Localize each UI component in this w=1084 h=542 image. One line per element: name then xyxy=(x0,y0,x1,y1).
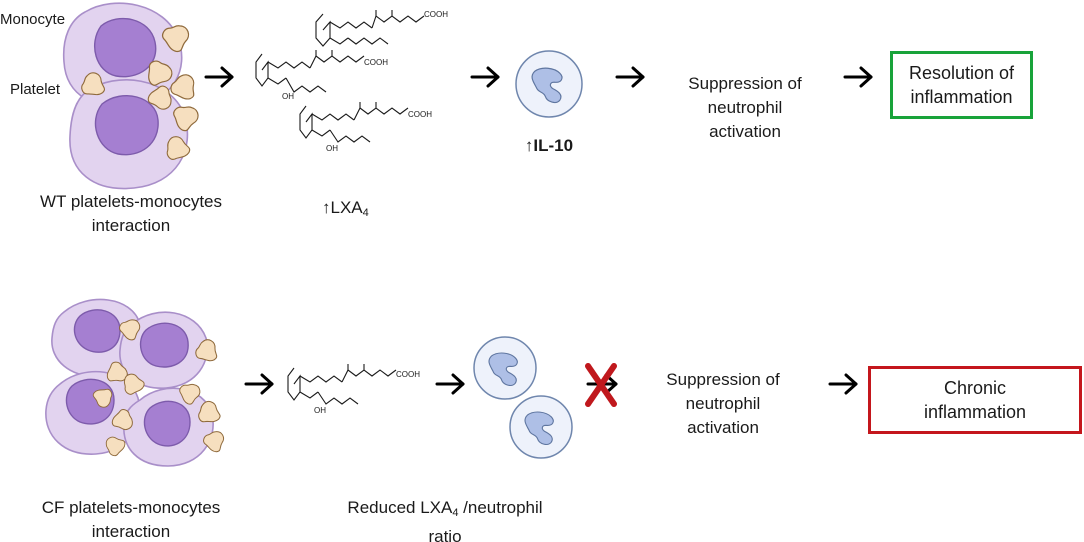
ratio-suffix: /neutrophil ratio xyxy=(428,498,543,542)
x-mark-icon xyxy=(585,363,617,407)
chronic-label: Chronic inflammation xyxy=(923,378,1027,422)
ratio-subscript: 4 xyxy=(452,507,459,519)
right-arrow-icon xyxy=(244,373,274,395)
suppression-label: Suppression of neutrophil activation xyxy=(688,74,802,141)
oh-label: OH xyxy=(314,406,326,415)
monocyte-cell xyxy=(119,311,208,389)
lxa4-prefix: ↑LXA xyxy=(322,198,363,217)
neutrophil-cell xyxy=(515,50,583,118)
reduced-ratio-label: Reduced LXA4 /neutrophil ratio xyxy=(312,496,578,542)
neutrophil-cell xyxy=(473,336,537,400)
chronic-box: Chronic inflammation xyxy=(868,366,1082,434)
monocyte-cell xyxy=(123,387,214,467)
il10-increase-label: ↑IL-10 xyxy=(524,136,574,155)
right-arrow-icon xyxy=(843,66,873,88)
right-arrow-icon xyxy=(435,373,465,395)
right-arrow-icon xyxy=(615,66,645,88)
cf-monocyte-cluster xyxy=(45,298,226,467)
lxa4-subscript: 4 xyxy=(362,207,369,219)
lxa4-molecules-top xyxy=(255,10,425,143)
cooh-label: COOH xyxy=(424,10,448,19)
lxa4-molecule xyxy=(299,102,409,143)
cf-interaction-label: CF platelets-monocytes interaction xyxy=(41,498,221,541)
lxa4-increase-label: ↑LXA4 xyxy=(322,196,369,225)
resolution-label: Resolution of inflammation xyxy=(908,63,1015,107)
right-arrow-icon xyxy=(828,373,858,395)
oh-label: OH xyxy=(282,92,294,101)
wt-monocyte-cluster xyxy=(62,2,202,190)
suppression-label: Suppression of neutrophil activation xyxy=(666,370,780,437)
right-arrow-icon xyxy=(204,66,234,88)
platelet-label: Platelet xyxy=(10,81,61,98)
right-arrow-icon xyxy=(470,66,500,88)
cooh-label: COOH xyxy=(364,58,388,67)
lxa4-molecule-bottom xyxy=(287,364,397,405)
monocyte-cell xyxy=(45,370,140,455)
oh-label: OH xyxy=(326,144,338,153)
resolution-box: Resolution of inflammation xyxy=(890,51,1033,119)
wt-interaction-label: WT platelets-monocytes interaction xyxy=(39,192,223,235)
lxa4-molecule xyxy=(255,50,365,93)
neutrophil-cell xyxy=(509,395,573,459)
cooh-label: COOH xyxy=(396,370,420,379)
ratio-prefix: Reduced LXA xyxy=(347,498,453,517)
lxa4-molecule xyxy=(315,10,425,47)
arrow-group xyxy=(204,66,873,395)
cooh-label: COOH xyxy=(408,110,432,119)
monocyte-label: Monocyte xyxy=(0,11,66,28)
monocyte-cell xyxy=(51,298,142,377)
